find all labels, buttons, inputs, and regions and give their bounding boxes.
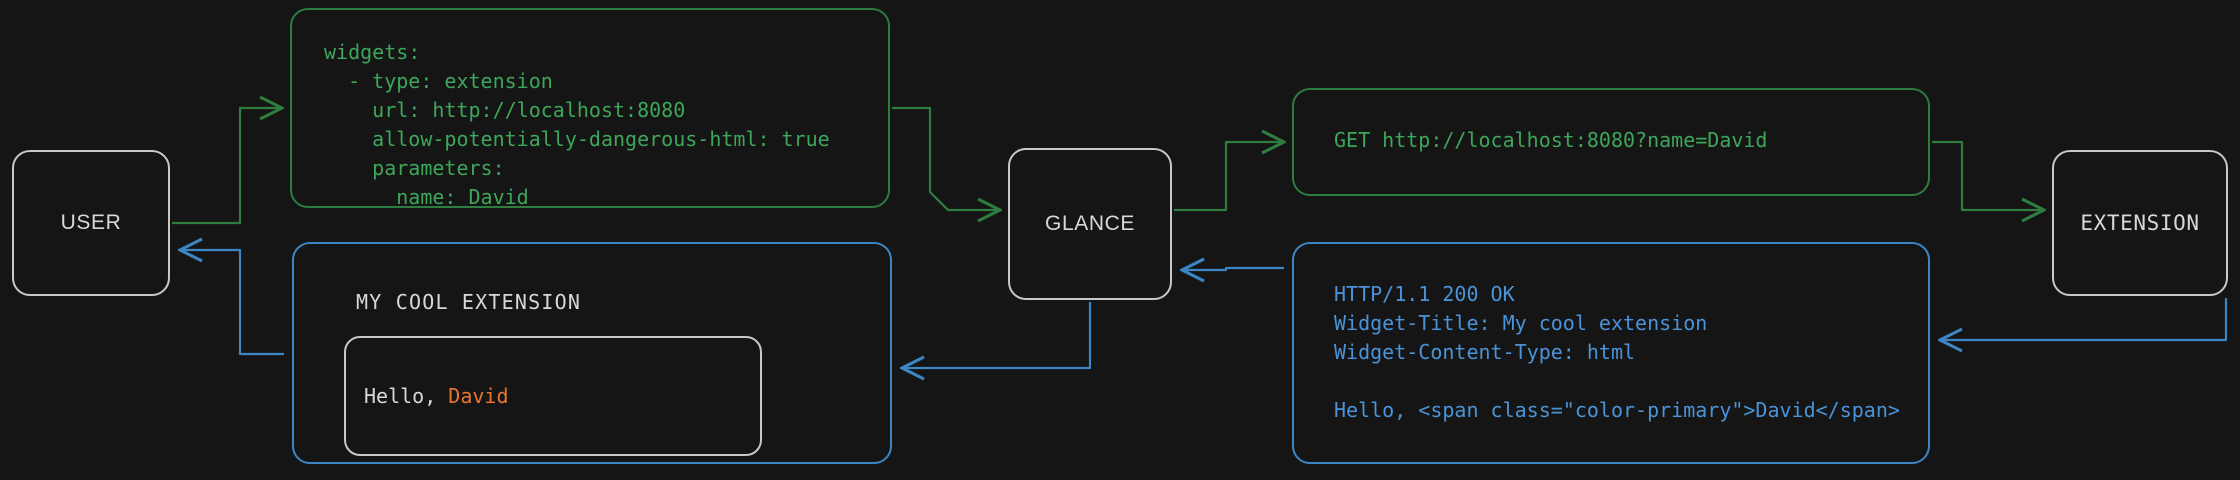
http-request-code: GET http://localhost:8080?name=David: [1334, 128, 1768, 152]
node-extension[interactable]: EXTENSION: [2052, 150, 2228, 296]
http-response-code: HTTP/1.1 200 OK Widget-Title: My cool ex…: [1334, 282, 1900, 422]
panel-rendered-widget: MY COOL EXTENSION Hello, David: [292, 242, 892, 464]
node-user[interactable]: USER: [12, 150, 170, 296]
widget-title: MY COOL EXTENSION: [356, 290, 582, 314]
connector-response-to-glance: [1182, 268, 1284, 270]
connector-config-to-glance: [892, 106, 1000, 210]
connector-glance-to-request: [1174, 142, 1284, 212]
connector-extension-to-response: [1940, 298, 2228, 340]
yaml-config-code: widgets: - type: extension url: http://l…: [324, 40, 830, 209]
panel-yaml-config: widgets: - type: extension url: http://l…: [290, 8, 890, 209]
widget-greeting: Hello, David: [364, 384, 509, 408]
panel-http-response: HTTP/1.1 200 OK Widget-Title: My cool ex…: [1292, 242, 1930, 464]
widget-greeting-prefix: Hello,: [364, 384, 449, 408]
widget-greeting-name: David: [448, 384, 509, 408]
node-user-label: USER: [60, 211, 122, 234]
connector-request-to-extension: [1932, 140, 2044, 210]
connector-glance-to-widget: [902, 302, 1092, 368]
widget-content-card: Hello, David: [344, 336, 762, 456]
panel-http-request: GET http://localhost:8080?name=David: [1292, 88, 1930, 196]
connector-user-to-config: [172, 108, 282, 225]
node-extension-label: EXTENSION: [2080, 211, 2200, 235]
connector-widget-to-user: [180, 250, 284, 356]
node-glance-label: GLANCE: [1045, 212, 1135, 235]
node-glance[interactable]: GLANCE: [1008, 148, 1172, 300]
